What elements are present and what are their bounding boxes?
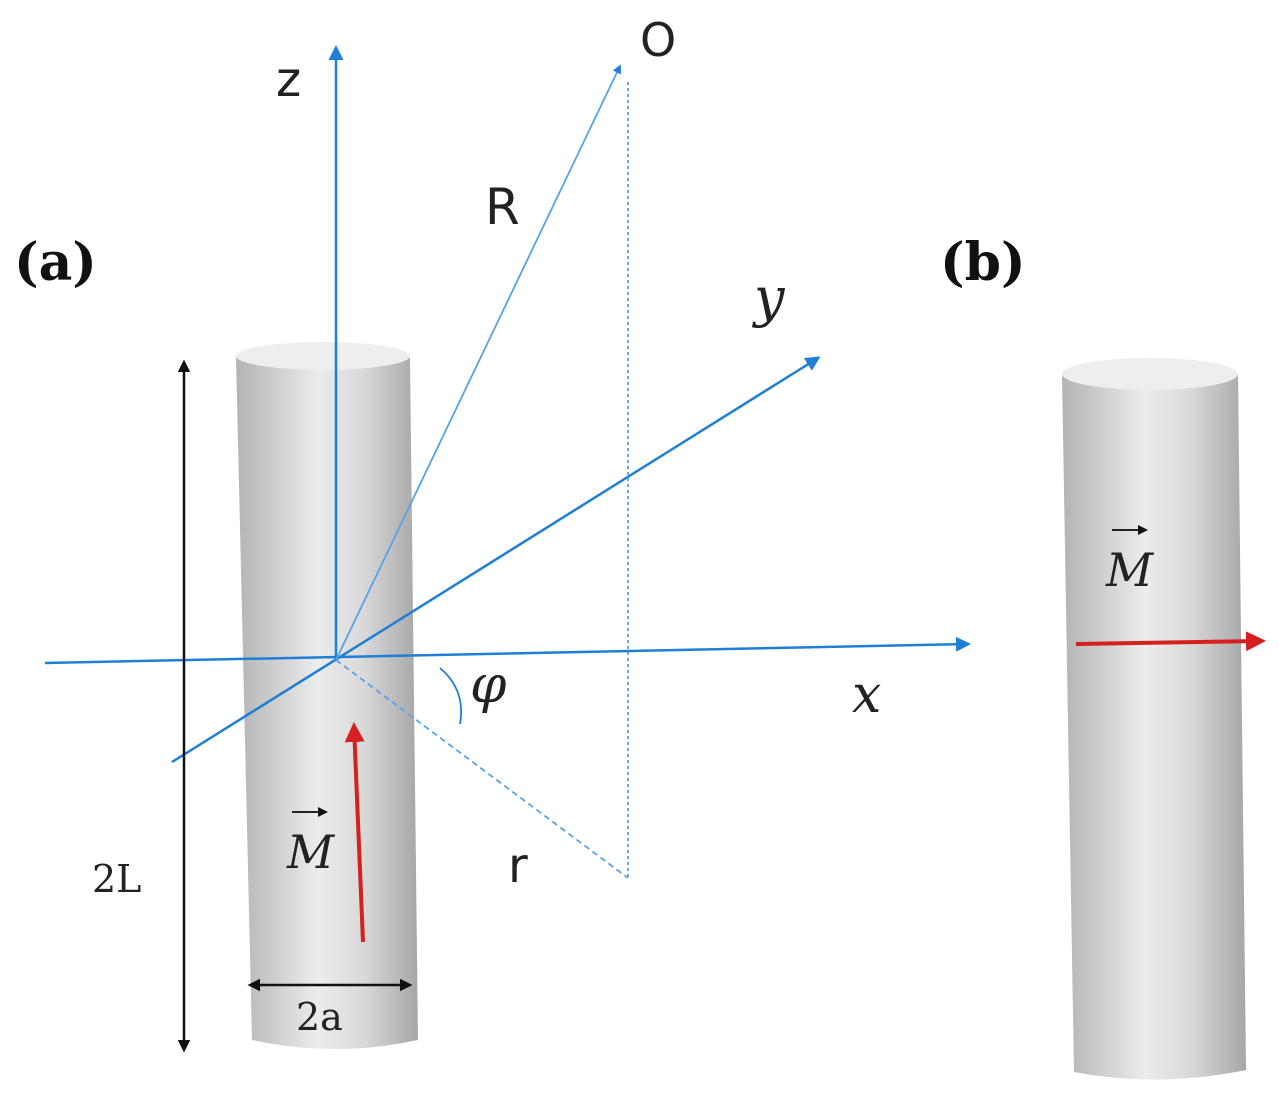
magnetization-symbol-b: M [1105, 543, 1155, 597]
panel-a: M (a) z y x O R r φ 2L 2a [14, 13, 971, 1053]
angle-arc [439, 667, 462, 725]
magnetization-arrow-a [344, 722, 365, 943]
vector-R [335, 64, 621, 661]
x-axis-label: x [852, 665, 881, 725]
vector-r [335, 659, 629, 879]
cylinder-b-body [1062, 374, 1246, 1080]
magnetization-label-b: M [1105, 525, 1155, 597]
y-axis [171, 356, 821, 764]
r-label: r [508, 838, 528, 894]
phi-label: φ [470, 655, 507, 715]
cylinder-b [1062, 358, 1246, 1080]
panel-b: (b) M [940, 232, 1266, 1080]
z-axis-label: z [276, 52, 301, 108]
cylinder-a [236, 342, 418, 1049]
magnetization-symbol-a: M [286, 825, 336, 879]
x-axis [44, 636, 971, 665]
point-O-label: O [640, 13, 676, 67]
length-label: 2L [92, 857, 141, 901]
magnetization-label-a: M [286, 807, 336, 879]
y-axis-label: y [752, 266, 786, 329]
R-label: R [485, 178, 520, 236]
diameter-label: 2a [296, 995, 343, 1039]
cylinder-b-top [1062, 358, 1238, 390]
cylinder-a-body [236, 356, 418, 1049]
cylinder-a-top [236, 342, 410, 370]
panel-b-label: (b) [940, 232, 1026, 293]
panel-a-label: (a) [14, 232, 97, 293]
magnetization-arrow-b [1075, 631, 1266, 652]
